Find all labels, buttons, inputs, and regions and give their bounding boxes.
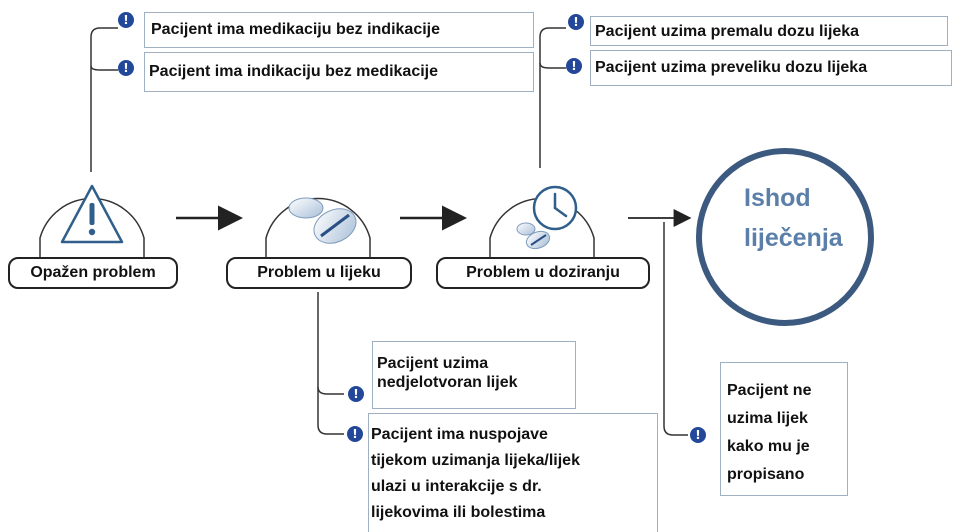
note-dose-too-high: Pacijent uzima preveliku dozu lijeka <box>590 50 952 86</box>
note-side-effects: Pacijent ima nuspojave tijekom uzimanja … <box>368 413 658 532</box>
clock-pills-icon <box>516 185 578 250</box>
pills-icon <box>288 197 357 244</box>
note-indication-without-med: Pacijent ima indikaciju bez medikacije <box>144 52 534 92</box>
stage-label-observed: Opažen problem <box>8 257 178 289</box>
info-icon: ! <box>348 386 364 402</box>
note-ineffective-drug: Pacijent uzima nedjelotvoran lijek <box>372 341 576 409</box>
outcome-title: Ishod liječenja <box>744 178 843 258</box>
warning-triangle-icon <box>60 184 124 244</box>
note-med-without-indication: Pacijent ima medikaciju bez indikacije <box>144 12 534 48</box>
info-icon: ! <box>690 427 706 443</box>
connector-observed-notes <box>90 27 118 172</box>
info-icon: ! <box>118 60 134 76</box>
stage-label-dosing: Problem u doziranju <box>436 257 650 289</box>
note-not-as-prescribed-line-1: Pacijent ne <box>727 382 812 399</box>
note-dose-too-low: Pacijent uzima premalu dozu lijeka <box>590 16 948 46</box>
outcome-line-1: Ishod <box>744 184 811 212</box>
note-not-as-prescribed-line-4: propisano <box>727 466 805 483</box>
note-not-as-prescribed: Pacijent ne uzima lijek kako mu je propi… <box>720 362 848 496</box>
note-not-as-prescribed-line-2: uzima lijek <box>727 410 808 427</box>
outcome-ring <box>696 148 874 326</box>
info-icon: ! <box>568 14 584 30</box>
note-side-effects-line-1: Pacijent ima nuspojave <box>371 426 548 443</box>
info-icon: ! <box>118 12 134 28</box>
info-icon: ! <box>347 426 363 442</box>
note-not-as-prescribed-line-3: kako mu je <box>727 438 810 455</box>
note-side-effects-line-2: tijekom uzimanja lijeka/lijek <box>371 452 580 469</box>
connector-medicine-notes <box>317 292 344 435</box>
note-ineffective-drug-line-2: nedjelotvoran lijek <box>377 374 518 392</box>
outcome-line-2: liječenja <box>744 224 843 252</box>
note-side-effects-line-4: lijekovima ili bolestima <box>371 504 546 521</box>
connector-dosing-notes <box>539 27 566 168</box>
note-side-effects-line-3: ulazi u interakcije s dr. <box>371 478 542 495</box>
note-ineffective-drug-line-1: Pacijent uzima <box>377 355 489 372</box>
stage-label-medicine: Problem u lijeku <box>226 257 412 289</box>
info-icon: ! <box>566 58 582 74</box>
connector-outcome-note <box>663 222 688 436</box>
